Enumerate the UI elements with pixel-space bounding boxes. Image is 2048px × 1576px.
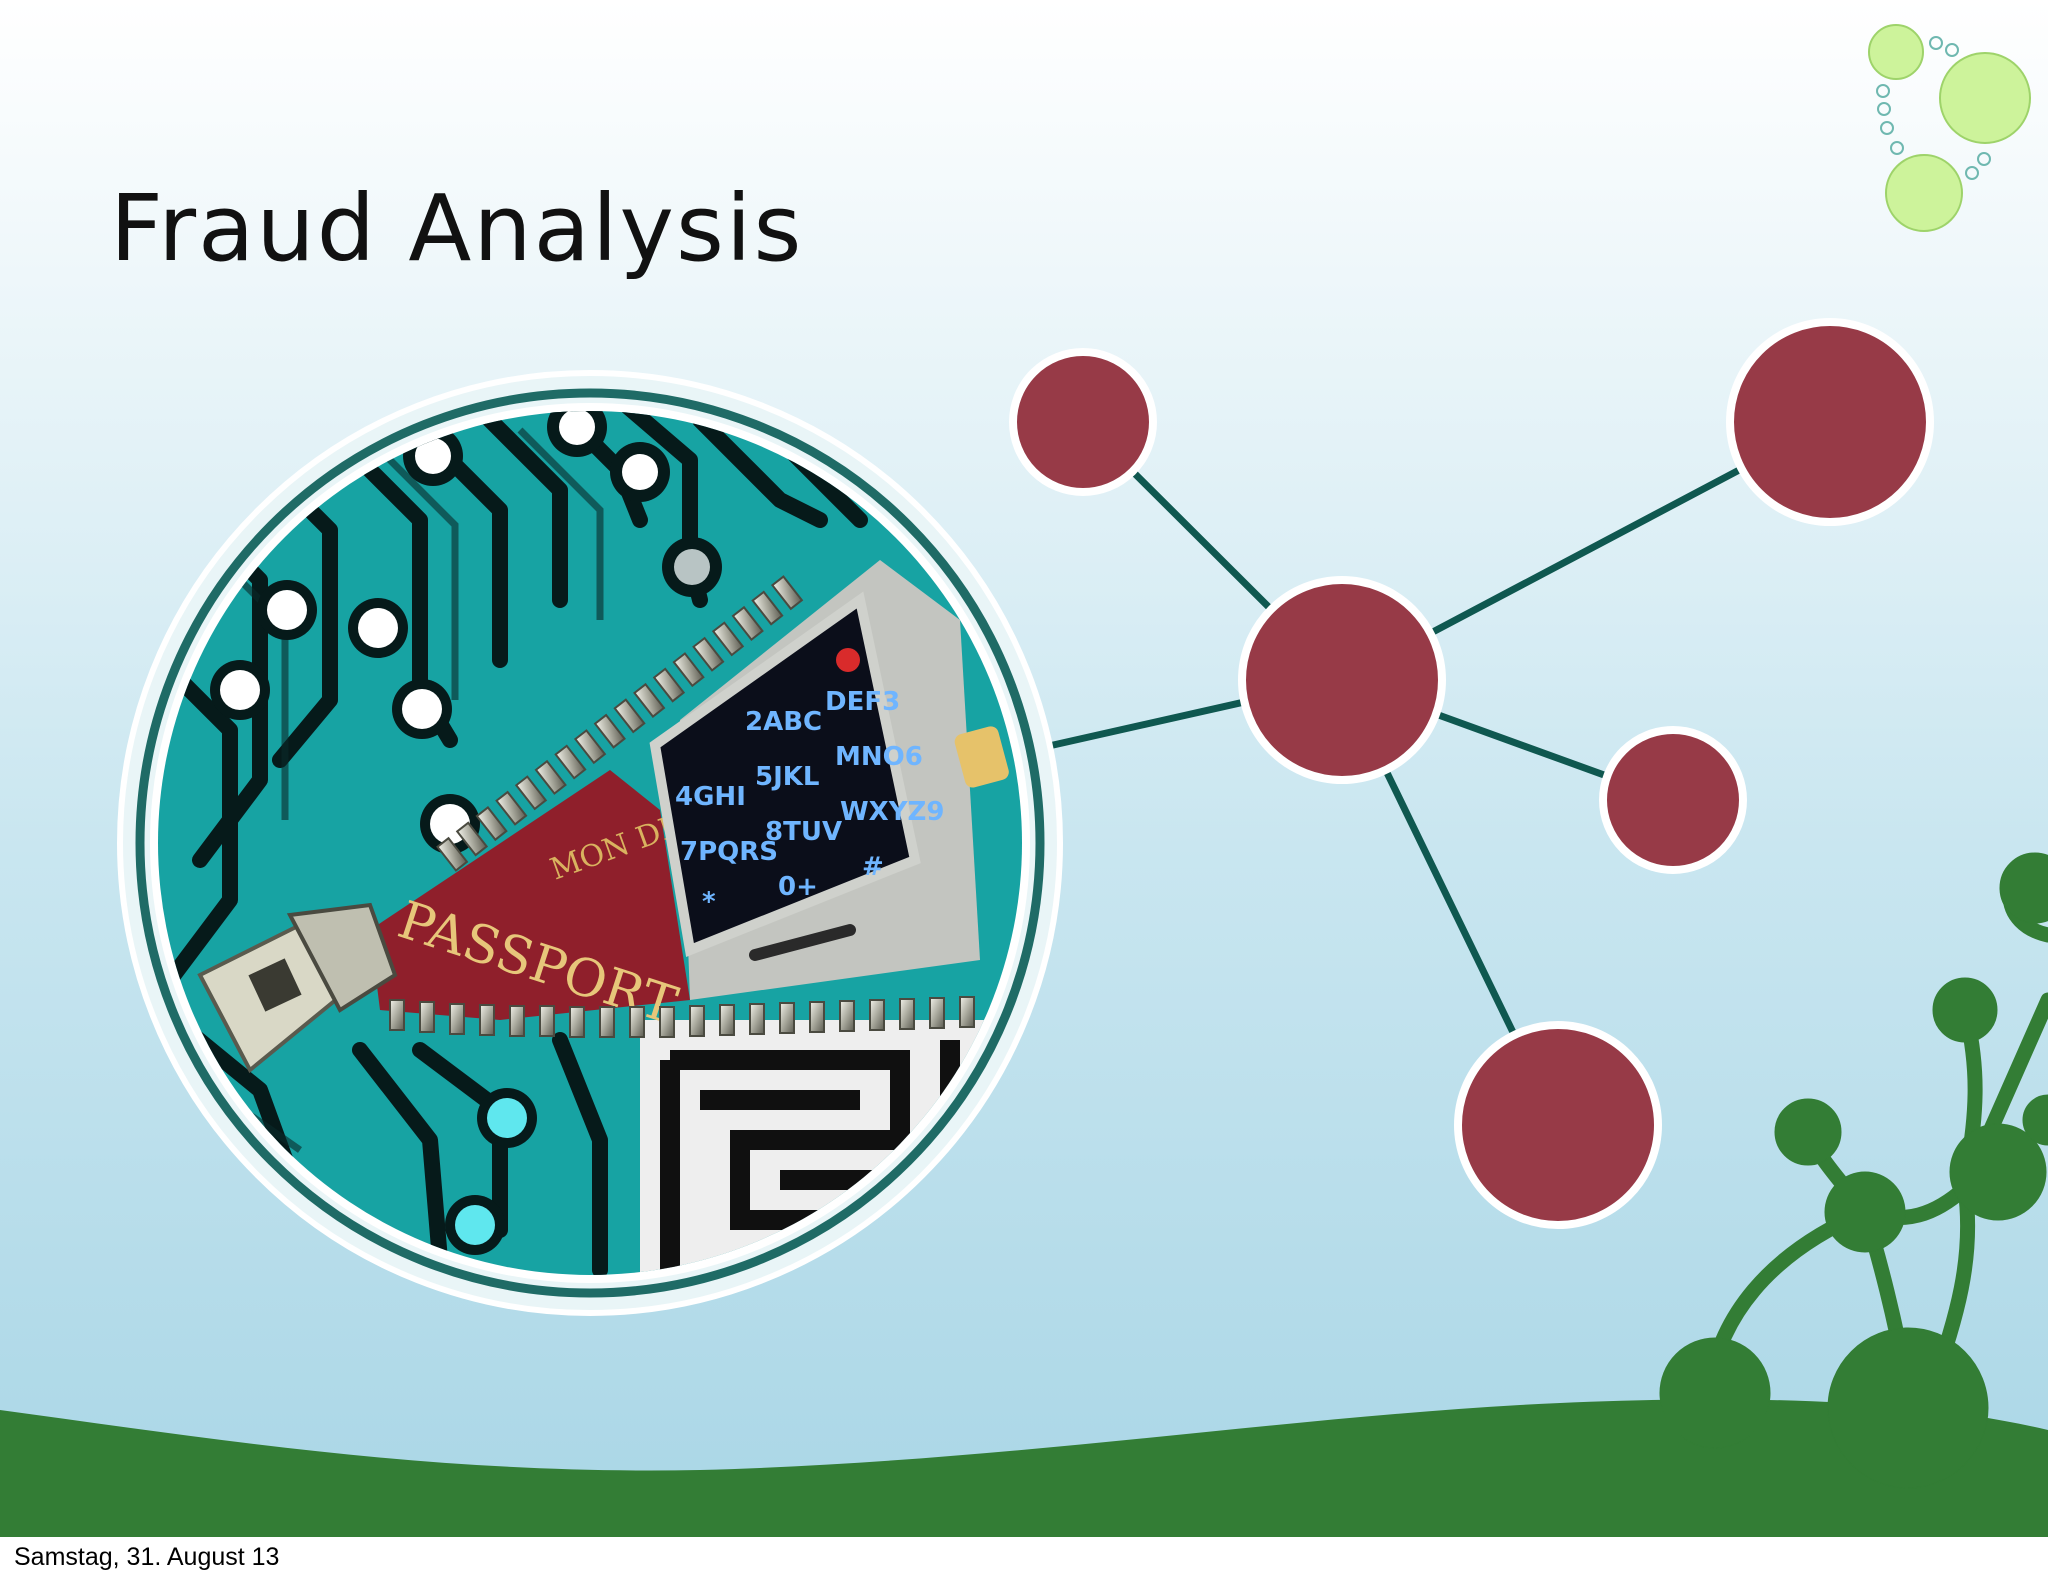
circuit-pads — [210, 411, 722, 1255]
plant-silhouette-icon — [1659, 852, 2048, 1489]
key-0: 0+ — [778, 872, 818, 902]
bubbles-logo-icon — [1868, 24, 2031, 232]
graph-node — [1726, 318, 1934, 526]
key-def3: DEF3 — [825, 687, 900, 717]
key-7pqrs: 7PQRS — [680, 837, 778, 867]
key-8tuv: 8TUV — [765, 817, 842, 847]
slide: PASSPORT MON DI 2ABC DEF3 4GHI 5JKL MNO6… — [0, 0, 2048, 1539]
network-graph-icon — [1009, 318, 1934, 1229]
key-hash: # — [862, 852, 884, 882]
key-2abc: 2ABC — [745, 707, 822, 737]
key-4ghi: 4GHI — [675, 782, 746, 812]
footer-date: Samstag, 31. August 13 — [14, 1543, 280, 1571]
zipper-pull — [197, 902, 398, 1074]
graph-node — [1238, 576, 1446, 784]
graph-node — [1454, 1021, 1662, 1229]
zipper — [389, 575, 975, 1038]
graph-node — [1599, 726, 1747, 874]
slide-scene: PASSPORT MON DI 2ABC DEF3 4GHI 5JKL MNO6… — [0, 24, 2048, 1537]
footer: Samstag, 31. August 13 — [0, 1537, 2048, 1576]
key-5jkl: 5JKL — [755, 762, 819, 792]
key-star: * — [702, 887, 716, 917]
mobile-phone: 2ABC DEF3 4GHI 5JKL MNO6 7PQRS 8TUV WXYZ… — [649, 560, 1009, 1000]
passport — [370, 770, 690, 1020]
key-mno6: MNO6 — [835, 742, 923, 772]
ground-hill — [0, 1399, 2048, 1537]
graph-node — [1009, 348, 1157, 496]
slide-title: Fraud Analysis — [110, 175, 804, 282]
key-wxyz9: WXYZ9 — [840, 797, 945, 827]
